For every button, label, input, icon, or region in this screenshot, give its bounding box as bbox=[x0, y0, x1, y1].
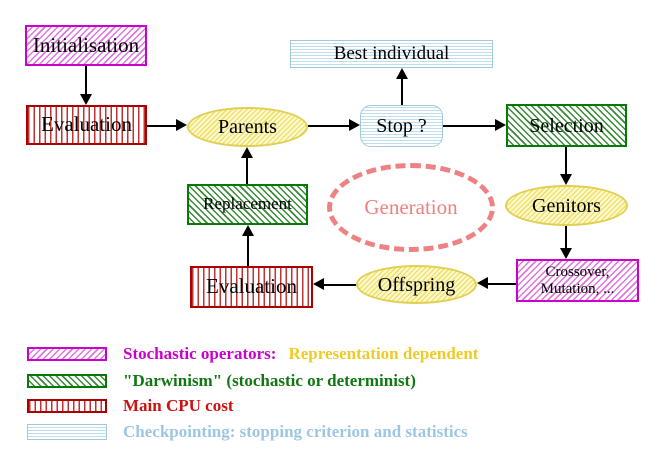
node-best-individual-label: Best individual bbox=[333, 42, 450, 64]
arrow-evaluation-to-parents-line bbox=[147, 125, 177, 127]
node-evaluation-bottom: Evaluation bbox=[190, 266, 313, 308]
arrow-genitors-to-crossover-head bbox=[560, 248, 572, 259]
legend-label-darwinism: "Darwinism" (stochastic or determinist) bbox=[123, 371, 416, 390]
node-initialisation-label: Initialisation bbox=[32, 32, 140, 57]
node-parents: Parents bbox=[187, 107, 308, 147]
arrow-offspring-to-evaluation-line bbox=[324, 284, 356, 286]
arrow-replacement-to-parents-head bbox=[241, 147, 253, 158]
node-replacement: Replacement bbox=[187, 184, 308, 225]
legend-swatch-magenta-hatch bbox=[27, 347, 107, 361]
arrow-stop-to-selection-line bbox=[443, 125, 495, 127]
legend-swatch-cyan-lines bbox=[27, 424, 107, 440]
node-genitors: Genitors bbox=[505, 185, 628, 226]
node-offspring-label: Offspring bbox=[377, 273, 456, 296]
legend-swatch-red-lines bbox=[27, 399, 107, 413]
arrow-initialisation-to-evaluation-line bbox=[85, 66, 87, 96]
arrow-evaluation-to-parents-head bbox=[176, 119, 187, 131]
arrow-selection-to-genitors-line bbox=[565, 147, 567, 175]
legend-row-checkpointing: Checkpointing: stopping criterion and st… bbox=[27, 422, 468, 441]
arrow-initialisation-to-evaluation-head bbox=[80, 94, 92, 105]
legend-row-darwinism: "Darwinism" (stochastic or determinist) bbox=[27, 371, 416, 390]
arrow-genitors-to-crossover-line bbox=[565, 226, 567, 249]
arrow-parents-to-stop-line bbox=[308, 125, 350, 127]
arrow-stop-to-best-individual-head bbox=[396, 68, 408, 79]
legend-label-checkpointing: Checkpointing: stopping criterion and st… bbox=[123, 422, 468, 441]
arrow-selection-to-genitors-head bbox=[560, 174, 572, 185]
node-initialisation: Initialisation bbox=[25, 25, 147, 66]
legend-swatch-green-hatch bbox=[27, 374, 107, 388]
arrow-evaluation-to-replacement-head bbox=[242, 225, 254, 236]
node-offspring: Offspring bbox=[356, 265, 477, 304]
arrow-offspring-to-evaluation-head bbox=[313, 278, 324, 290]
node-evaluation-bottom-label: Evaluation bbox=[206, 274, 297, 299]
node-selection: Selection bbox=[506, 104, 627, 147]
node-crossover-label-line2: Mutation, ... bbox=[540, 280, 615, 297]
node-crossover-label-line1: Crossover, bbox=[545, 264, 610, 280]
arrow-stop-to-selection-head bbox=[495, 119, 506, 131]
legend-label-stochastic-operators: Stochastic operators: bbox=[123, 344, 277, 363]
node-stop: Stop ? bbox=[360, 105, 443, 147]
node-generation: Generation bbox=[327, 163, 495, 252]
node-crossover-mutation: Crossover, Mutation, ... bbox=[516, 259, 639, 302]
node-replacement-label: Replacement bbox=[203, 194, 292, 214]
arrow-crossover-to-offspring-line bbox=[488, 283, 516, 285]
arrow-replacement-to-parents-line bbox=[246, 158, 248, 184]
arrow-stop-to-best-individual-line bbox=[401, 79, 403, 105]
arrow-crossover-to-offspring-head bbox=[477, 277, 488, 289]
node-best-individual: Best individual bbox=[290, 40, 493, 68]
node-evaluation-top: Evaluation bbox=[26, 105, 147, 145]
legend-label-representation-dependent: Representation dependent bbox=[288, 344, 479, 363]
node-selection-label: Selection bbox=[529, 114, 604, 137]
node-stop-label: Stop ? bbox=[376, 115, 427, 137]
legend-row-main-cpu-cost: Main CPU cost bbox=[27, 396, 234, 415]
node-generation-label: Generation bbox=[364, 194, 458, 219]
node-evaluation-top-label: Evaluation bbox=[41, 112, 132, 137]
arrow-evaluation-to-replacement-line bbox=[247, 236, 249, 266]
legend-label-main-cpu-cost: Main CPU cost bbox=[123, 396, 234, 415]
node-genitors-label: Genitors bbox=[532, 194, 601, 217]
node-parents-label: Parents bbox=[218, 116, 277, 138]
legend-row-stochastic-operators: Stochastic operators: Representation dep… bbox=[27, 344, 479, 363]
arrow-parents-to-stop-head bbox=[349, 119, 360, 131]
